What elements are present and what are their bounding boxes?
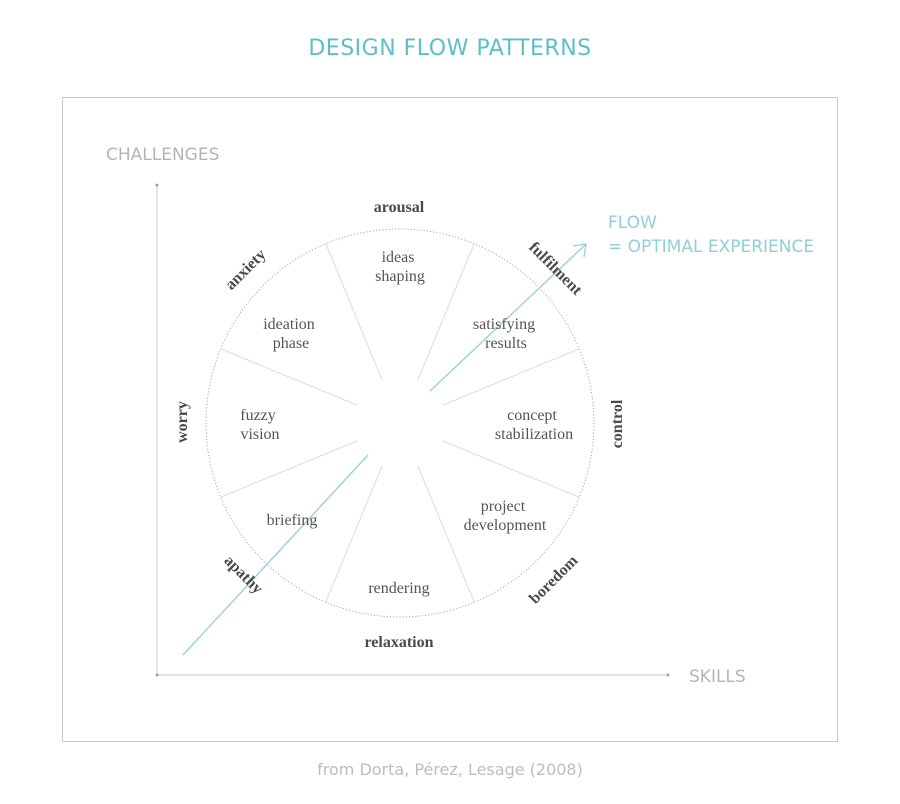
sector-divider [220,440,358,498]
diagram-frame [62,97,838,742]
state-control: control [609,399,626,448]
sector-divider [220,348,358,406]
phase-fuzzy-vision: fuzzy vision [240,407,280,443]
sector-divider [417,465,475,603]
flow-arrow-head-icon [572,243,587,258]
state-worry: worry [174,401,191,443]
y-axis-tip [155,183,159,187]
phase-project-development: project development [464,498,547,534]
state-arousal: arousal [374,199,425,216]
phase-satisfying-results: satisfying results [473,316,539,352]
axis-origin [155,673,159,677]
state-relaxation: relaxation [364,634,433,651]
state-fulfilment: fulfilment [525,239,585,299]
flow-circle [205,228,595,618]
sector-dividers [220,243,580,603]
phase-rendering: rendering [368,580,429,597]
state-anxiety: anxiety [222,246,269,293]
phase-ideas-shaping: ideas shaping [375,249,425,285]
x-axis-tip [666,673,670,677]
y-axis-label: CHALLENGES [106,145,219,165]
phase-concept-stabilization: concept stabilization [495,407,573,443]
sector-divider [417,243,475,381]
sector-divider [325,243,383,381]
flow-definition: = OPTIMAL EXPERIENCE [608,237,814,257]
sector-divider [325,465,383,603]
sector-divider [442,348,580,406]
x-axis-label: SKILLS [689,667,746,687]
state-boredom: boredom [526,552,582,608]
flow-line-upper [429,244,586,392]
flow-label: FLOW [608,213,657,233]
page-title: DESIGN FLOW PATTERNS [308,36,592,61]
flow-line-lower [182,454,369,656]
sector-divider [442,440,580,498]
source-caption: from Dorta, Pérez, Lesage (2008) [317,760,583,779]
phase-ideation-phase: ideation phase [263,316,319,352]
phase-briefing: briefing [267,512,318,529]
